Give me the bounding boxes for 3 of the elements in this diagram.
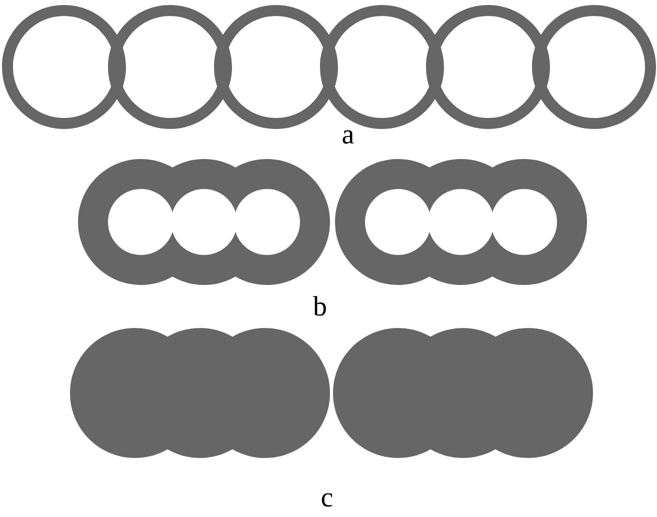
- panel-label: c: [322, 493, 332, 507]
- panel-label: a: [342, 130, 354, 144]
- panel-label: b: [313, 296, 326, 316]
